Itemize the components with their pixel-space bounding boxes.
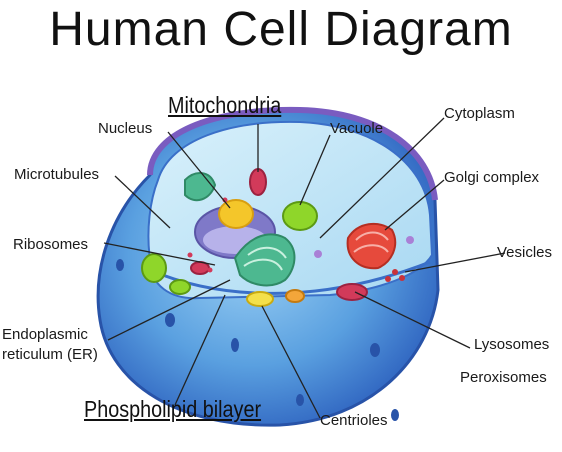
label-vesicles: Vesicles [497,244,553,261]
label-vacuole: Vacuole [330,120,384,137]
label-peroxisomes: Peroxisomes [460,369,547,386]
mitochondrion-top [249,168,267,196]
label-cytoplasm: Cytoplasm [444,105,515,122]
mitochondrion-right [336,283,368,301]
label-mitochondria: Mitochondria [168,92,282,118]
label-microtubules: Microtubules [14,166,100,183]
label-lysosomes: Lysosomes [474,336,550,353]
centriole-shape [246,291,274,307]
vacuole-shape [282,201,318,231]
label-ribosomes: Ribosomes [13,236,89,253]
nucleolus-shape [218,199,254,229]
label-er-line2: reticulum (ER) [2,346,98,363]
diagram-title: Human Cell Diagram [49,3,513,56]
label-er-line1: Endoplasmic [2,326,88,343]
label-centrioles: Centrioles [320,412,388,429]
label-phospholipid-bilayer: Phospholipid bilayer [84,396,262,422]
cell-membrane [147,106,438,201]
label-golgi-complex: Golgi complex [444,169,540,186]
label-nucleus: Nucleus [98,120,153,137]
